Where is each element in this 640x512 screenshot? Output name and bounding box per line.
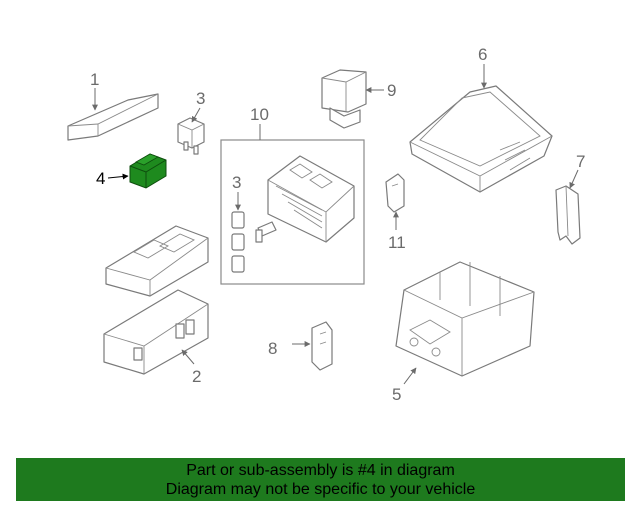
part-7-bracket[interactable] xyxy=(555,185,581,245)
part-11-clip[interactable] xyxy=(385,173,405,213)
callout-7: 7 xyxy=(576,152,585,171)
part-10-frame xyxy=(220,139,365,285)
leader-4 xyxy=(107,173,129,180)
diagram-canvas: 1 3 4 9 6 7 10 xyxy=(67,45,585,404)
part-5-housing[interactable] xyxy=(395,261,535,377)
callout-2: 2 xyxy=(192,367,201,386)
callout-1: 1 xyxy=(90,70,99,89)
parts-diagram: 1 3 4 9 6 7 10 xyxy=(67,45,585,404)
callout-10: 10 xyxy=(250,105,269,124)
banner-line-1: Part or sub-assembly is #4 in diagram xyxy=(186,462,455,479)
callout-11: 11 xyxy=(388,233,406,252)
part-2-fuse-box[interactable] xyxy=(103,225,209,375)
part-9-relay[interactable] xyxy=(321,69,367,129)
part-6-control-unit[interactable] xyxy=(409,85,553,193)
leader-3a xyxy=(191,107,201,123)
callout-3-top: 3 xyxy=(196,89,205,108)
leader-7 xyxy=(569,169,579,189)
callout-3-box: 3 xyxy=(232,173,241,192)
info-banner: Part or sub-assembly is #4 in diagram Di… xyxy=(16,458,625,501)
callout-4: 4 xyxy=(96,169,105,188)
callout-8: 8 xyxy=(268,339,277,358)
leader-2 xyxy=(181,349,195,365)
banner-line-2: Diagram may not be specific to your vehi… xyxy=(165,481,476,498)
part-3-fuse-top[interactable] xyxy=(177,117,205,155)
part-8-clip[interactable] xyxy=(311,321,333,371)
leader-5 xyxy=(403,367,417,385)
fuse-set-3[interactable] xyxy=(231,211,277,273)
callout-6: 6 xyxy=(478,45,487,64)
part-1-cover[interactable] xyxy=(67,93,159,141)
part-10-fuse-block[interactable] xyxy=(267,155,355,243)
callout-5: 5 xyxy=(392,385,401,404)
callout-9: 9 xyxy=(387,81,396,100)
part-4-relay[interactable] xyxy=(129,153,167,189)
